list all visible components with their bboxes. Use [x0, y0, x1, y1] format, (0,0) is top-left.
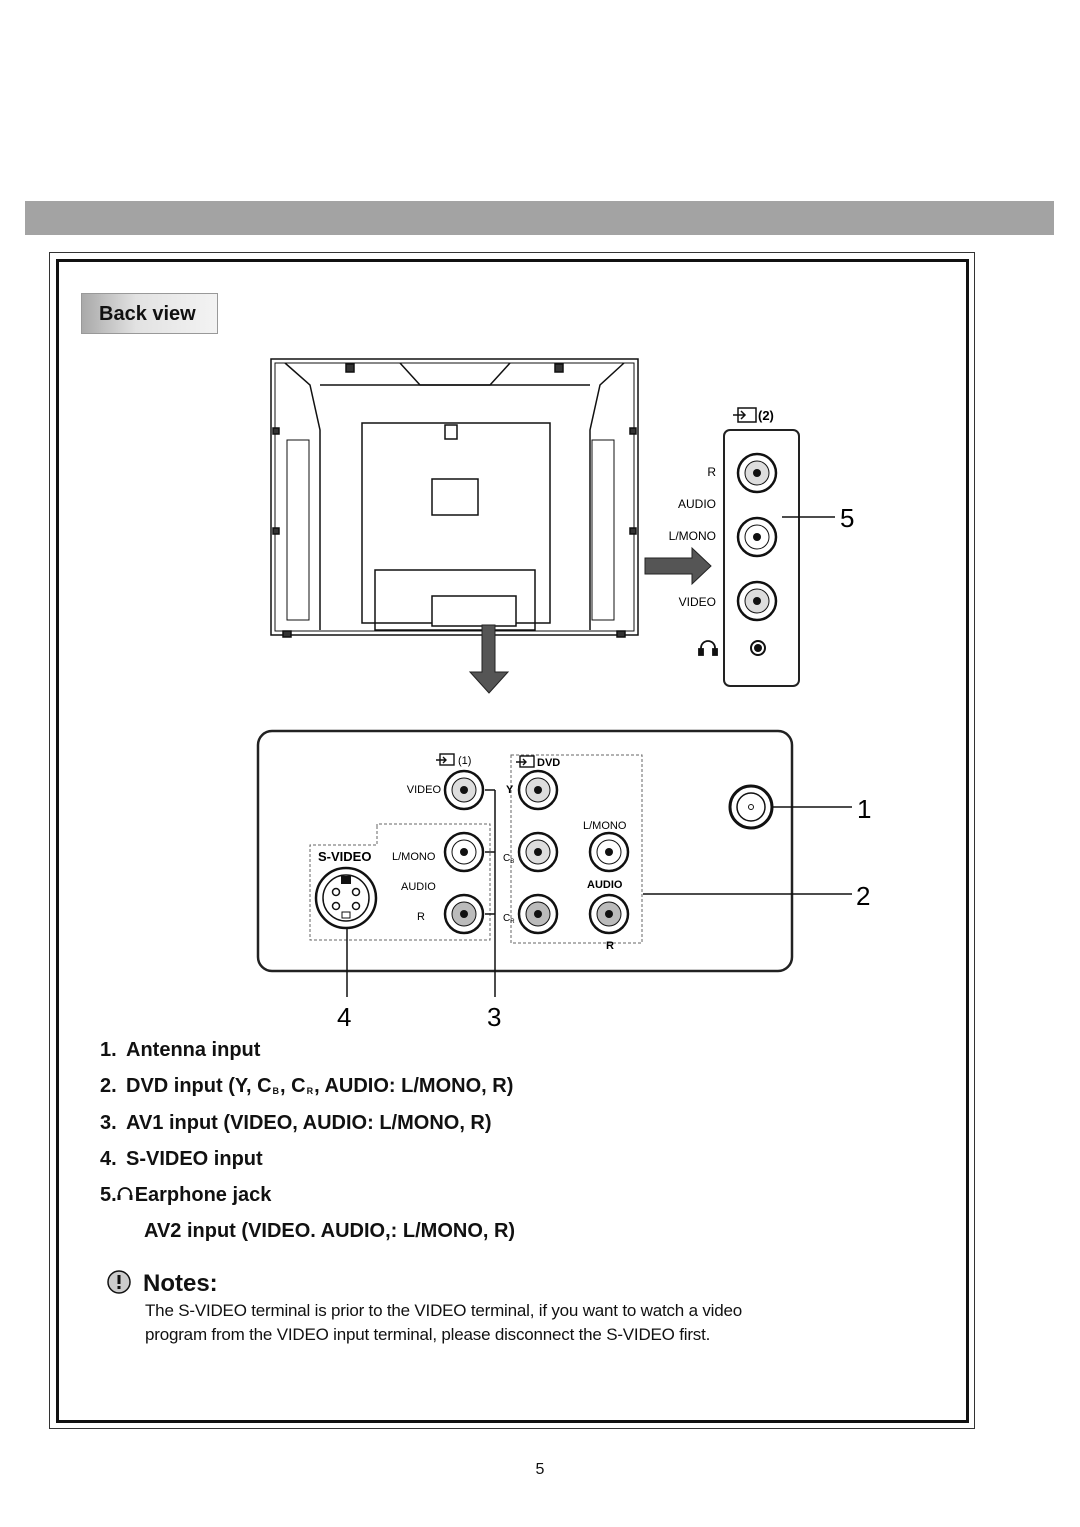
connector-list: 1.Antenna input 2.DVD input (Y, CB, CR, …	[100, 1036, 515, 1254]
rca-jack-dvd-cb	[517, 831, 559, 873]
bottom-terminal-panel: (1) DVD VIDEO S-VIDEO L/MONO AUDIO R Y C…	[256, 729, 852, 997]
callout-3: 3	[487, 1002, 501, 1032]
callout-4: 4	[337, 1002, 351, 1032]
zoom-arrow-down-icon	[468, 624, 510, 694]
dvd-lmono-label: L/MONO	[583, 820, 627, 832]
notes-title: Notes:	[107, 1270, 218, 1298]
av1-video-label: VIDEO	[407, 784, 442, 796]
zoom-arrow-right-icon	[644, 546, 712, 586]
list-item: AV2 input (VIDEO. AUDIO,: L/MONO, R)	[144, 1220, 516, 1243]
dvd-audio-label: AUDIO	[587, 879, 623, 891]
list-item: 3.AV1 input (VIDEO, AUDIO: L/MONO, R)	[100, 1111, 492, 1134]
notes-body: The S-VIDEO terminal is prior to the VID…	[145, 1301, 742, 1344]
side-label-r: R	[707, 465, 716, 479]
tv-back-illustration	[270, 358, 639, 638]
dvd-r-label: R	[606, 940, 614, 952]
svideo-jack	[314, 866, 378, 930]
side-label-lmono: L/MONO	[669, 529, 716, 543]
side-label-video: VIDEO	[679, 595, 716, 609]
dvd-cb-label: CB	[503, 853, 514, 865]
notes-warning-icon	[107, 1270, 131, 1294]
rca-jack-av1-r	[443, 893, 485, 935]
input-icon	[516, 755, 535, 768]
av1-r-label: R	[417, 911, 425, 923]
antenna-jack	[728, 784, 774, 830]
list-item: 4.S-VIDEO input	[100, 1147, 263, 1170]
list-item: 1.Antenna input	[100, 1039, 261, 1061]
rca-jack-av2-r	[736, 452, 778, 494]
callout-2: 2	[856, 881, 870, 911]
input-icon	[436, 753, 455, 766]
headphone-icon	[117, 1182, 135, 1210]
earphone-jack	[750, 640, 766, 656]
side-label-audio: AUDIO	[678, 497, 716, 511]
av2-title-num: (2)	[758, 408, 774, 423]
rca-jack-av1-lmono	[443, 831, 485, 873]
rca-jack-av1-video	[443, 769, 485, 811]
dvd-cr-label: CR	[503, 913, 515, 925]
rca-jack-dvd-lmono	[588, 831, 630, 873]
av1-audio-label: AUDIO	[401, 881, 436, 893]
rca-jack-av2-video	[736, 580, 778, 622]
list-item: 5.Earphone jack	[100, 1181, 515, 1217]
list-item: 2.DVD input (Y, CB, CR, AUDIO: L/MONO, R…	[100, 1075, 514, 1098]
input-icon	[733, 407, 757, 423]
svideo-label: S-VIDEO	[318, 849, 371, 864]
rca-jack-dvd-r	[588, 893, 630, 935]
headphone-icon	[698, 640, 718, 656]
callout-5: 5	[840, 503, 854, 533]
av1-title-num: (1)	[458, 755, 471, 767]
rca-jack-dvd-y	[517, 769, 559, 811]
back-view-label: Back view	[81, 293, 218, 334]
dvd-y-label: Y	[506, 784, 514, 796]
header-bar	[25, 201, 1054, 235]
rca-jack-av2-lmono	[736, 516, 778, 558]
side-av2-panel: (2) R AUDIO L/MONO VIDEO 5	[669, 407, 854, 687]
dvd-title: DVD	[537, 757, 560, 769]
content-frame	[56, 259, 969, 1423]
content-frame-outer	[49, 252, 975, 1429]
rca-jack-dvd-cr	[517, 893, 559, 935]
av1-lmono-label: L/MONO	[392, 851, 436, 863]
page-number: 5	[535, 1461, 545, 1478]
callout-1: 1	[857, 794, 871, 824]
